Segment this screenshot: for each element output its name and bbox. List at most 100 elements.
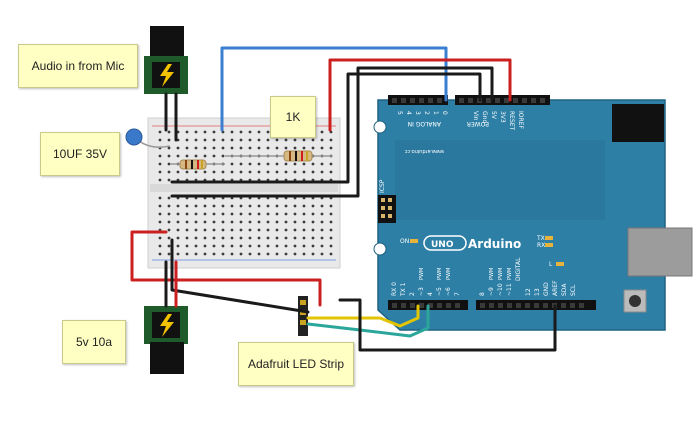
breadboard-hole [239,204,243,208]
breadboard-hole [293,170,297,174]
breadboard-hole [275,220,279,224]
digital-pin-13: 13 [534,288,541,296]
breadboard-hole [248,236,252,240]
breadboard-hole [257,130,261,134]
breadboard-hole [212,252,216,256]
note-power-text: 5v 10a [75,335,113,349]
breadboard-hole [221,244,225,248]
breadboard-hole [176,252,180,256]
note-resistor-text: 1K [285,110,301,124]
digital-pin-12: 12 [525,288,532,296]
arduino-model: UNO [431,240,454,250]
note-audio-in-text: Audio in from Mic [31,59,125,73]
breadboard-hole [203,204,207,208]
breadboard-hole [176,146,180,150]
breadboard-hole [329,212,333,216]
breadboard-hole [320,130,324,134]
breadboard-hole [158,212,162,216]
breadboard-hole [257,236,261,240]
breadboard-hole [284,212,288,216]
breadboard-hole [311,204,315,208]
power-pin-labels: Vin Gnd 5V 3V3 RESET IOREF [472,111,524,131]
breadboard-hole [284,244,288,248]
breadboard-hole [329,220,333,224]
breadboard-hole [158,204,162,208]
breadboard-hole [266,170,270,174]
l-led-label: L [549,261,553,268]
breadboard-hole [275,162,279,166]
breadboard-hole [257,212,261,216]
breadboard-hole [302,236,306,240]
breadboard-hole [320,138,324,142]
breadboard-hole [239,146,243,150]
breadboard-hole [284,236,288,240]
note-led-strip-text: Adafruit LED Strip [247,357,345,371]
analog-pin-3: 3 [414,111,421,115]
breadboard-hole [239,162,243,166]
breadboard-hole [158,170,162,174]
breadboard-hole [266,146,270,150]
breadboard-hole [221,204,225,208]
breadboard-hole [203,252,207,256]
breadboard-hole [311,212,315,216]
breadboard-hole [266,212,270,216]
pwm-label-10: PWM [498,268,504,280]
breadboard-hole [230,236,234,240]
digital-pin-11: ~11 [506,283,513,296]
breadboard-hole [248,212,252,216]
breadboard-hole [320,244,324,248]
breadboard-hole [248,228,252,232]
breadboard-hole [230,170,234,174]
breadboard-hole [158,252,162,256]
breadboard-hole [203,212,207,216]
breadboard-hole [185,244,189,248]
breadboard-hole [212,138,216,142]
breadboard-hole [302,244,306,248]
breadboard-hole [221,228,225,232]
analog-pin-1: 1 [432,111,439,115]
breadboard-hole [239,212,243,216]
breadboard-hole [230,162,234,166]
analog-pin-0: 0 [441,111,448,115]
breadboard-hole [176,228,180,232]
note-led-strip: Adafruit LED Strip [238,342,354,386]
breadboard-hole [248,162,252,166]
wire-red-5v [328,58,512,132]
breadboard-hole [320,212,324,216]
breadboard-hole [167,162,171,166]
led-strip-connector [298,296,308,336]
breadboard-hole [221,252,225,256]
breadboard-hole [230,220,234,224]
breadboard-hole [203,138,207,142]
resistor-left [170,159,225,170]
wire-yellow-data [306,304,420,328]
breadboard-hole [158,154,162,158]
breadboard-hole [212,170,216,174]
breadboard-hole [302,138,306,142]
breadboard-hole [293,162,297,166]
website-label: www.arduino.cc [404,148,444,154]
breadboard-hole [284,162,288,166]
lightning-icon [160,64,174,87]
breadboard-hole [212,154,216,158]
breadboard-hole [329,162,333,166]
breadboard-hole [248,220,252,224]
breadboard-hole [185,228,189,232]
breadboard-hole [293,204,297,208]
note-capacitor: 10UF 35V [40,132,120,176]
digital-pin-2: 2 [409,292,416,296]
breadboard-hole [158,138,162,142]
breadboard-hole [239,138,243,142]
breadboard-hole [230,130,234,134]
breadboard-hole [284,146,288,150]
breadboard-hole [257,170,261,174]
breadboard-hole [311,146,315,150]
breadboard-hole [257,220,261,224]
breadboard-hole [167,212,171,216]
breadboard-hole [302,162,306,166]
analog-pin-4: 4 [405,111,412,115]
power-label: POWER [467,120,489,127]
breadboard-hole [257,138,261,142]
breadboard-hole [275,244,279,248]
